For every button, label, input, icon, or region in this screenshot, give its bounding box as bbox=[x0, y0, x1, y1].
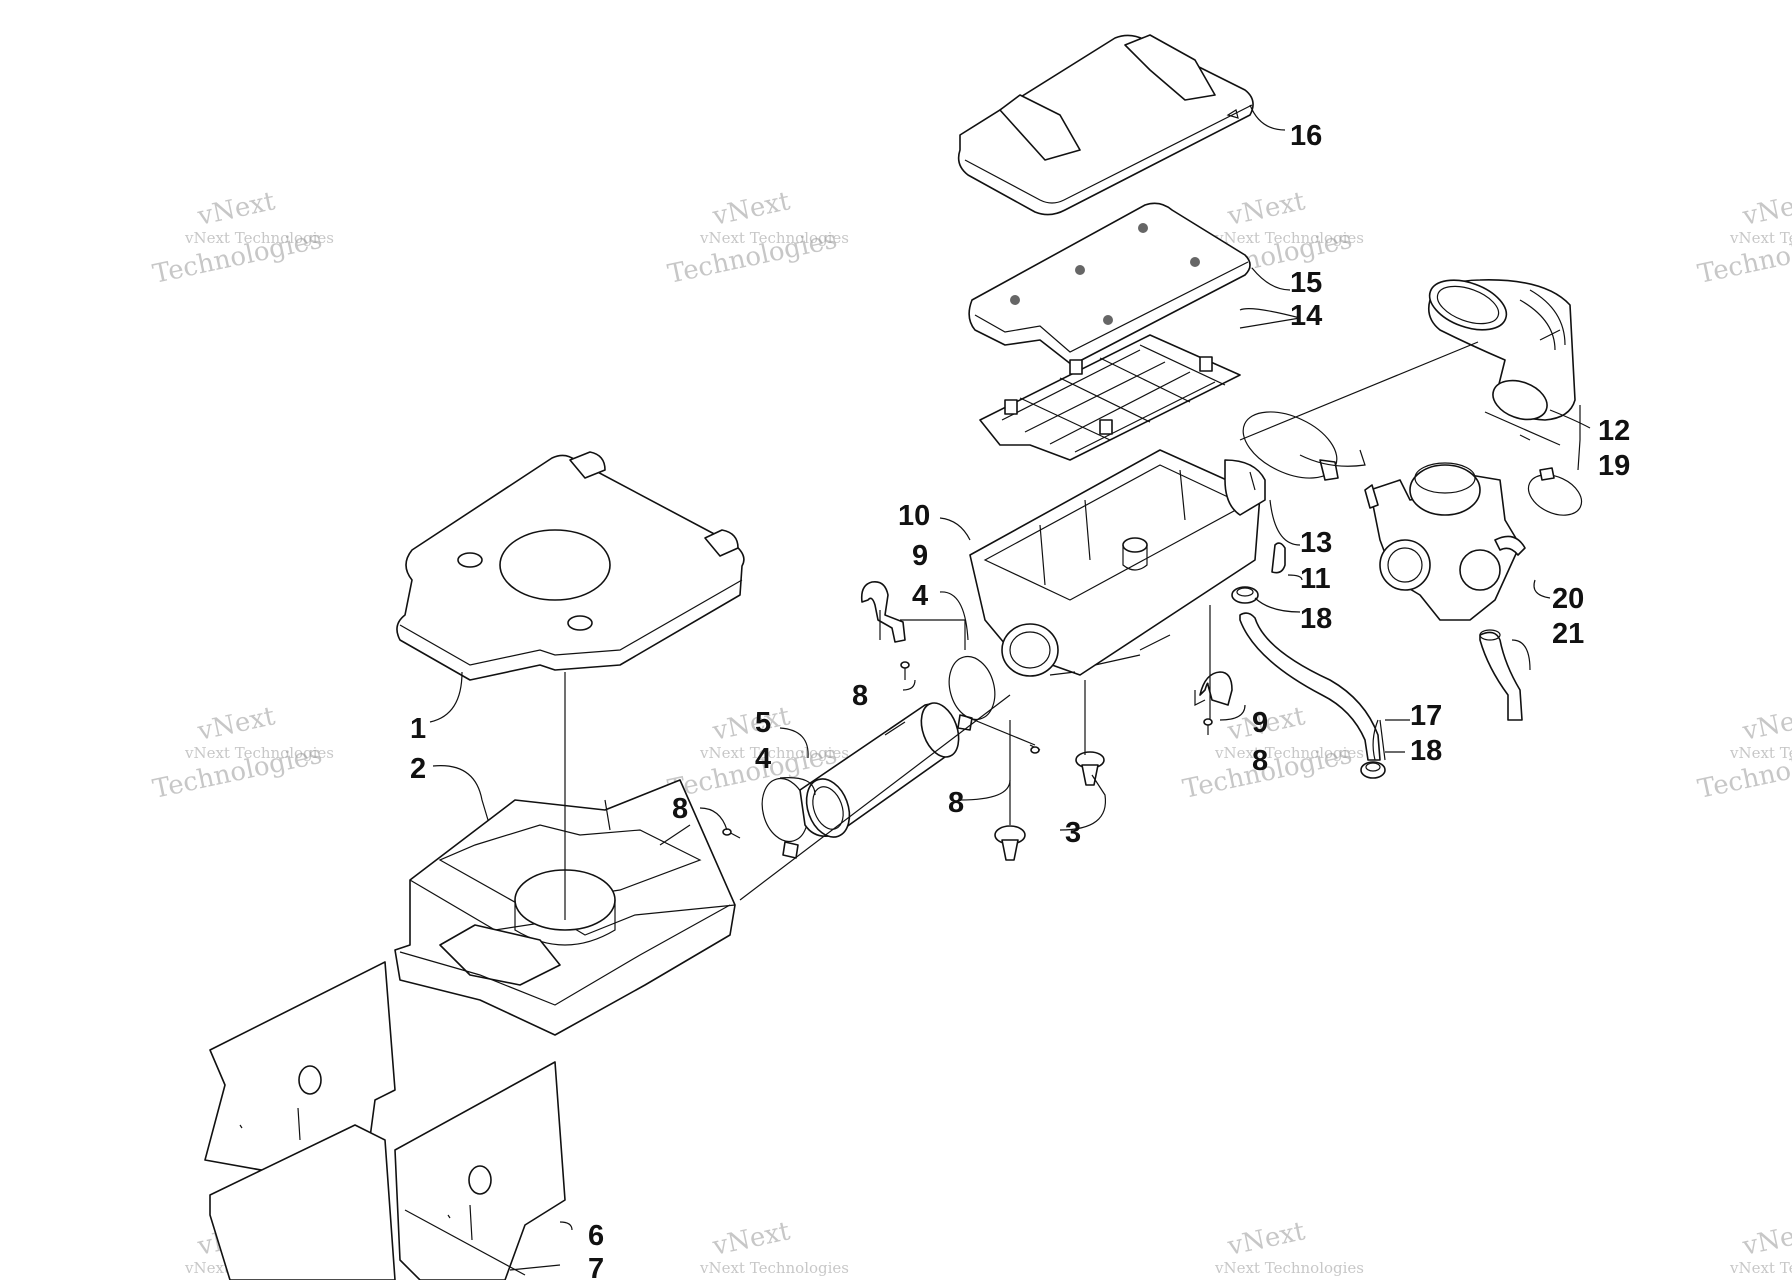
watermark-line2: vNext Technologies bbox=[184, 229, 334, 247]
callout-12: 12 bbox=[1598, 415, 1630, 447]
callout-13: 13 bbox=[1300, 527, 1332, 559]
watermark-line1: vNext bbox=[1739, 701, 1792, 747]
part-15-foam-filter bbox=[968, 202, 1251, 366]
part-20-carburetor bbox=[1364, 462, 1526, 621]
part-3-grommet-right bbox=[1075, 751, 1105, 786]
callout-9: 9 bbox=[1252, 707, 1268, 739]
watermark-line1: vNext bbox=[1224, 1216, 1308, 1262]
part-16-airbox-cover bbox=[957, 34, 1254, 216]
foam-dot bbox=[1010, 295, 1020, 305]
foam-dot bbox=[1103, 315, 1113, 325]
watermark-line1: vNext bbox=[709, 701, 793, 747]
leader-lines bbox=[404, 104, 1591, 1276]
watermark-line1: vNext bbox=[1224, 186, 1308, 232]
callout-20: 20 bbox=[1552, 583, 1584, 615]
watermark: vNext vNext Technologies bbox=[699, 1216, 849, 1277]
watermark-line2: vNext Technologies bbox=[699, 1259, 849, 1277]
callout-9: 9 bbox=[912, 540, 928, 572]
part-3-grommet-left bbox=[994, 825, 1026, 861]
callout-8: 8 bbox=[672, 793, 688, 825]
watermark: vNext vNext Technologies Technologies bbox=[150, 701, 334, 805]
part-8-screw bbox=[900, 661, 910, 680]
part-18-hose-clamp-upper bbox=[1231, 586, 1259, 604]
part-11-clip bbox=[1271, 542, 1286, 574]
watermark-line2: vNext Technologies bbox=[1729, 1259, 1792, 1277]
callout-5: 5 bbox=[755, 707, 771, 739]
part-7-heat-shield bbox=[209, 1061, 566, 1280]
watermark-line2: vNext Technologies bbox=[1729, 744, 1792, 762]
watermark-line2: vNext Technologies bbox=[1214, 1259, 1364, 1277]
watermark: vNext vNext Technologies bbox=[1729, 1216, 1792, 1277]
watermark-line2: vNext Technologies bbox=[699, 229, 849, 247]
callout-8: 8 bbox=[1252, 745, 1268, 777]
watermark: vNext vNext Technologies Technologies bbox=[1695, 186, 1792, 290]
callout-10: 10 bbox=[898, 500, 930, 532]
callout-21: 21 bbox=[1552, 618, 1584, 650]
part-8-screw bbox=[1029, 744, 1041, 754]
watermark: vNext vNext Technologies Technologies bbox=[150, 186, 334, 290]
part-19-clamp bbox=[1527, 467, 1583, 516]
watermark-line1: vNext bbox=[709, 1216, 793, 1262]
foam-dot bbox=[1138, 223, 1148, 233]
callout-19: 19 bbox=[1598, 450, 1630, 482]
watermark-line1: vNext bbox=[194, 186, 278, 232]
watermark: vNext vNext Technologies bbox=[1214, 1216, 1364, 1277]
callout-8: 8 bbox=[948, 787, 964, 819]
watermark-line2: vNext Technologies bbox=[699, 744, 849, 762]
callout-4: 4 bbox=[912, 580, 928, 612]
part-18-hose-clamp-lower bbox=[1360, 761, 1386, 779]
callout-2: 2 bbox=[410, 753, 426, 785]
watermark-line2: vNext Technologies bbox=[1729, 229, 1792, 247]
part-9-bracket-lower bbox=[1194, 671, 1233, 706]
callout-14: 14 bbox=[1290, 300, 1322, 332]
watermark: vNext vNext Technologies Technologies bbox=[1695, 701, 1792, 805]
callout-18: 18 bbox=[1300, 603, 1332, 635]
callout-6: 6 bbox=[588, 1220, 604, 1252]
foam-dot bbox=[1190, 257, 1200, 267]
watermark-line1: vNext bbox=[194, 701, 278, 747]
part-14-filter-frame bbox=[979, 334, 1241, 461]
callout-8: 8 bbox=[852, 680, 868, 712]
part-17-drain-hose bbox=[1239, 612, 1381, 761]
callout-3: 3 bbox=[1065, 817, 1081, 849]
part-1-top-plate bbox=[396, 451, 745, 681]
callout-17: 17 bbox=[1410, 700, 1442, 732]
part-21-vent-hose bbox=[1479, 629, 1523, 721]
foam-dot bbox=[1075, 265, 1085, 275]
callout-16: 16 bbox=[1290, 120, 1322, 152]
watermark: vNext vNext Technologies Technologies bbox=[665, 186, 849, 290]
watermark-line1: vNext bbox=[709, 186, 793, 232]
callout-4: 4 bbox=[755, 743, 771, 775]
callout-7: 7 bbox=[588, 1253, 604, 1280]
watermark-line2: vNext Technologies bbox=[184, 744, 334, 762]
watermark-line1: vNext bbox=[1739, 186, 1792, 232]
part-10-airbox bbox=[969, 449, 1266, 677]
part-5-intake-tube bbox=[799, 702, 960, 838]
part-8-screw bbox=[1203, 718, 1213, 735]
callout-1: 1 bbox=[410, 713, 426, 745]
callout-15: 15 bbox=[1290, 267, 1322, 299]
callout-11: 11 bbox=[1300, 563, 1331, 595]
callout-18: 18 bbox=[1410, 735, 1442, 767]
watermark-line2: vNext Technologies bbox=[1214, 744, 1364, 762]
part-9-bracket-upper bbox=[860, 580, 906, 643]
part-12-intake-boot bbox=[1427, 279, 1576, 421]
callouts: 1 2 3 4 4 5 6 7 8 8 8 8 9 9 10 11 12 13 … bbox=[410, 120, 1630, 1280]
part-8-screw bbox=[722, 828, 741, 839]
watermark-line2: vNext Technologies bbox=[1214, 229, 1364, 247]
watermark-line1: vNext bbox=[1739, 1216, 1792, 1262]
watermark: vNext vNext Technologies Technologies bbox=[1180, 701, 1364, 805]
